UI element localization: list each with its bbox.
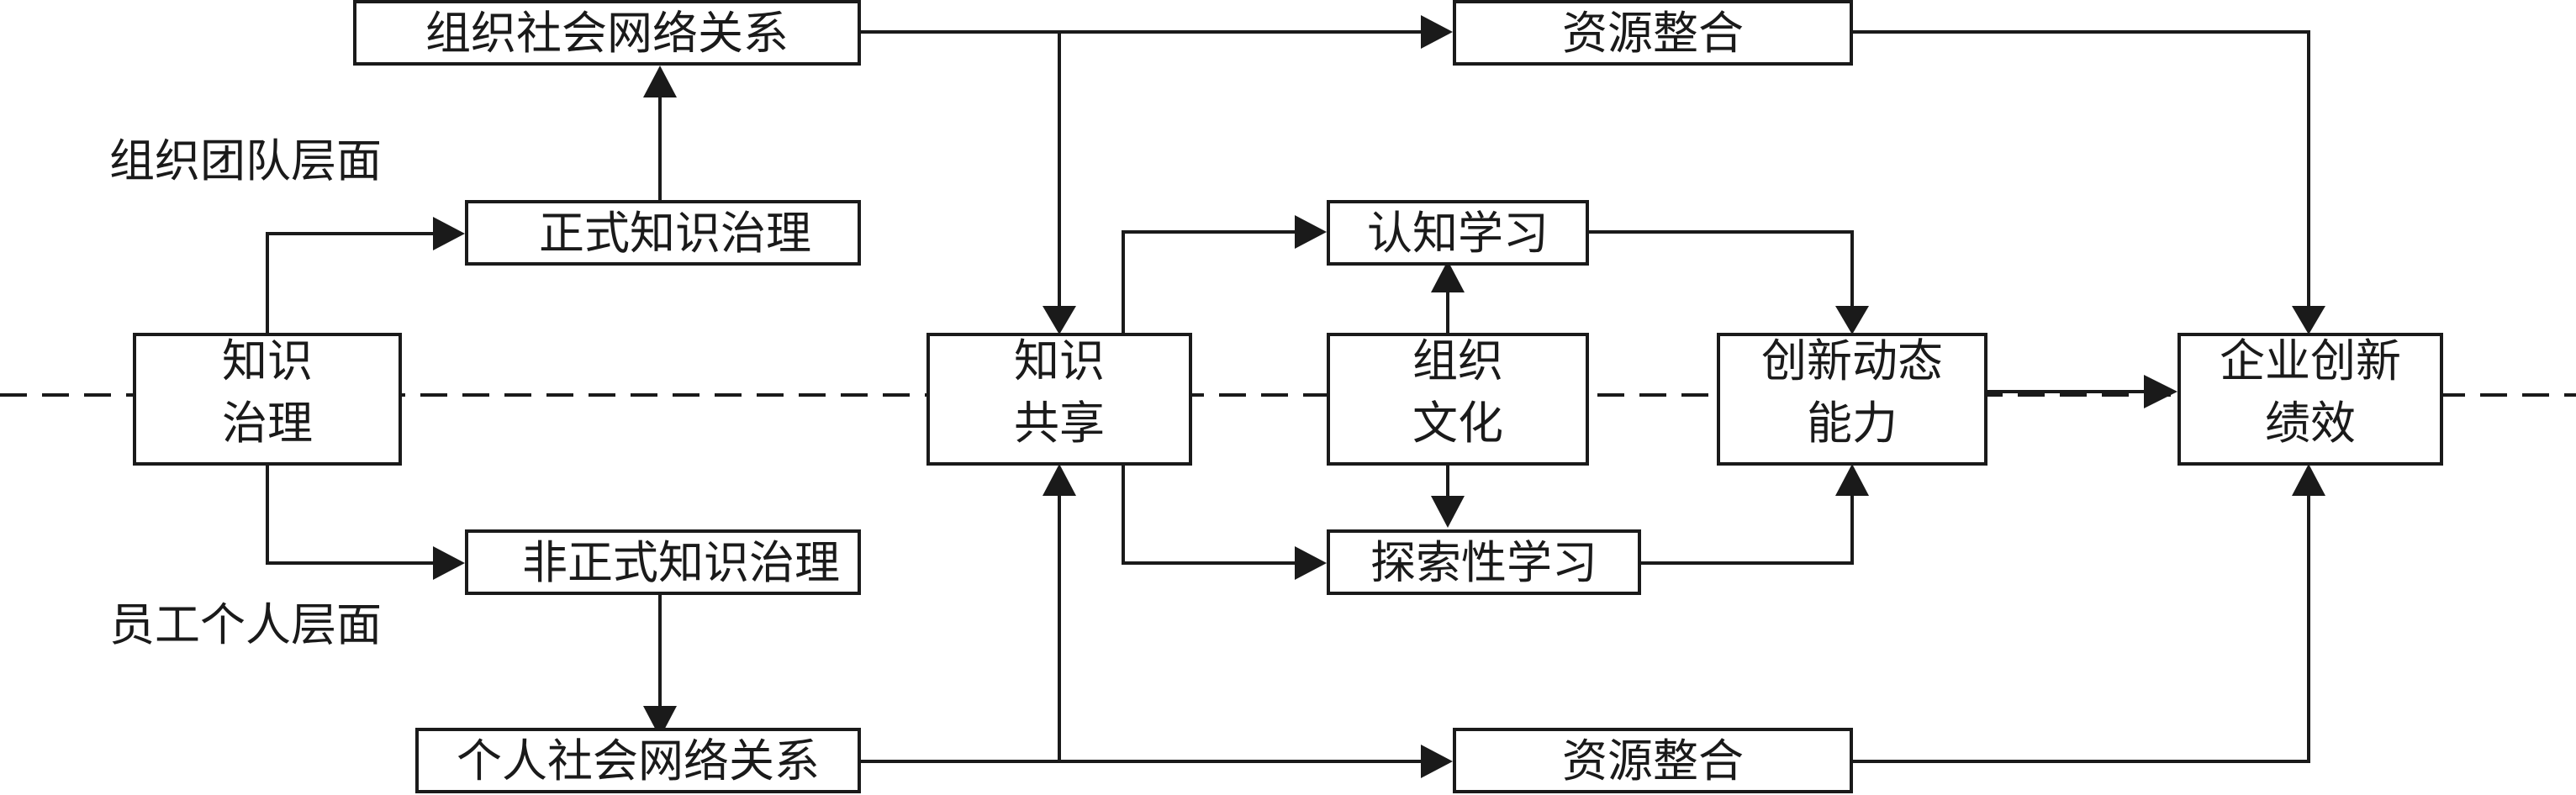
box-label: 非正式知识治理 — [522, 536, 840, 589]
box-label: 探索性学习 — [1370, 536, 1597, 589]
box-label-line2: 共享 — [1014, 397, 1105, 450]
box-label-line2: 绩效 — [2265, 397, 2356, 450]
box-resource-integration-bottom: 资源整合 — [1453, 728, 1853, 793]
box-dynamic-capability: 创新动态 能力 — [1717, 333, 1987, 466]
connectors — [266, 30, 2310, 763]
box-label-line2: 文化 — [1412, 397, 1503, 450]
box-formal-governance: 正式知识治理 — [465, 200, 861, 266]
box-knowledge-sharing: 知识 共享 — [926, 333, 1192, 466]
box-label-line1: 知识 — [1014, 334, 1105, 387]
box-label: 认知学习 — [1367, 207, 1549, 260]
arrowheads — [433, 15, 2325, 778]
box-label: 资源整合 — [1562, 734, 1744, 787]
box-label-line1: 知识 — [222, 334, 313, 387]
box-exploratory-learning: 探索性学习 — [1327, 529, 1641, 595]
box-innovation-performance: 企业创新 绩效 — [2177, 333, 2443, 466]
box-resource-integration-top: 资源整合 — [1453, 0, 1853, 66]
box-label-line1: 企业创新 — [2220, 334, 2401, 387]
org-team-level-label: 组织团队层面 — [109, 134, 382, 187]
box-cognitive-learning: 认知学习 — [1327, 200, 1589, 266]
box-label-line1: 组织 — [1412, 334, 1503, 387]
box-label-line1: 创新动态 — [1761, 334, 1943, 387]
employee-level-label: 员工个人层面 — [109, 598, 382, 651]
box-label-line2: 能力 — [1807, 397, 1898, 450]
box-personal-social-network: 个人社会网络关系 — [415, 728, 861, 793]
box-label: 资源整合 — [1562, 7, 1744, 60]
box-label: 正式知识治理 — [539, 207, 811, 260]
box-label: 组织社会网络关系 — [425, 7, 789, 60]
box-informal-governance: 非正式知识治理 — [465, 529, 861, 595]
box-org-social-network: 组织社会网络关系 — [353, 0, 861, 66]
box-org-culture: 组织 文化 — [1327, 333, 1589, 466]
box-label: 个人社会网络关系 — [457, 734, 820, 787]
box-label-line2: 治理 — [222, 397, 313, 450]
box-knowledge-governance: 知识 治理 — [133, 333, 402, 466]
